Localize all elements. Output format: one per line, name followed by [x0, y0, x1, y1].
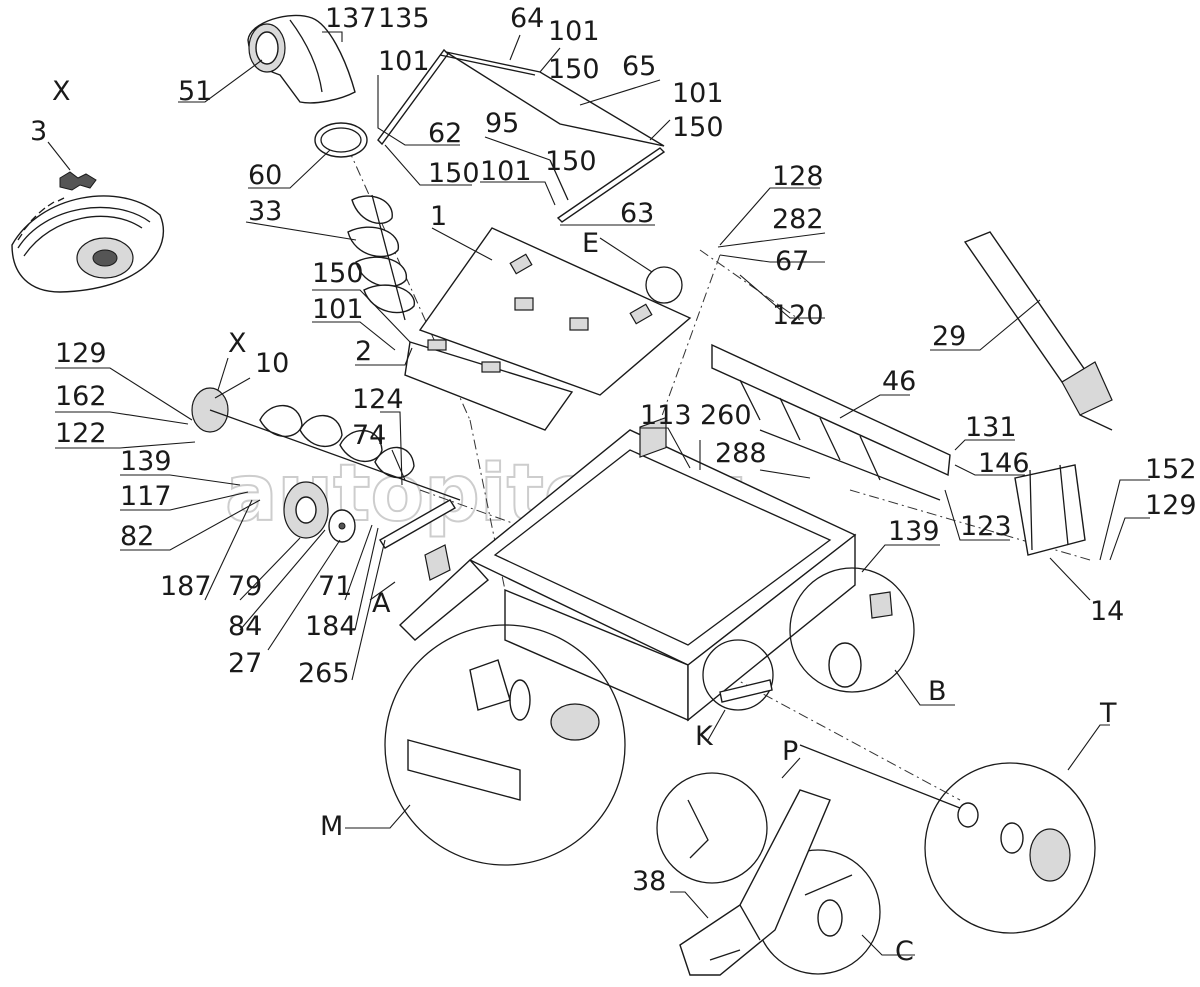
label-282: 282 — [772, 204, 824, 235]
label-38: 38 — [632, 866, 666, 897]
label-124: 124 — [352, 384, 404, 415]
label-101: 101 — [548, 16, 600, 47]
label-129: 129 — [55, 338, 107, 369]
label-64: 64 — [510, 3, 544, 34]
label-139-right: 139 — [888, 516, 940, 547]
label-139-left: 139 — [120, 446, 172, 477]
label-150-d: 150 — [545, 146, 597, 177]
part-79-pulley — [283, 481, 329, 539]
label-117: 117 — [120, 481, 172, 512]
label-79: 79 — [228, 571, 262, 602]
label-14: 14 — [1090, 596, 1124, 627]
label-29: 29 — [932, 321, 966, 352]
label-t: T — [1099, 698, 1117, 729]
detail-t — [924, 762, 1096, 934]
part-60-ring — [314, 122, 368, 158]
label-b: B — [928, 676, 947, 707]
part-14-bracket — [1014, 464, 1086, 556]
label-123: 123 — [960, 511, 1012, 542]
part-38-discharge-chute — [679, 789, 831, 976]
label-288: 288 — [715, 438, 767, 469]
label-95: 95 — [485, 108, 519, 139]
label-152: 152 — [1145, 454, 1197, 485]
label-x-second: X — [228, 328, 247, 359]
label-62: 62 — [428, 118, 462, 149]
label-63: 63 — [620, 198, 654, 229]
label-1: 1 — [430, 201, 447, 232]
label-71: 71 — [318, 571, 352, 602]
label-135: 135 — [378, 3, 430, 34]
detail-e-circle — [645, 266, 683, 304]
label-46: 46 — [882, 366, 916, 397]
label-10: 10 — [255, 348, 289, 379]
part-2-front-plate — [404, 339, 574, 431]
label-65: 65 — [622, 51, 656, 82]
part-10-horizontal-auger — [191, 387, 461, 501]
part-46-frame-beam — [711, 343, 951, 501]
drive-shaft — [799, 744, 966, 811]
label-131: 131 — [965, 412, 1017, 443]
label-51: 51 — [178, 76, 212, 107]
detail-m — [384, 624, 626, 866]
label-101-c: 101 — [378, 46, 430, 77]
part-27-flange — [328, 509, 356, 543]
part-29-telescopic-arm — [963, 231, 1113, 431]
detail-b — [789, 567, 915, 693]
label-113: 113 — [640, 400, 692, 431]
label-101-e: 101 — [312, 294, 364, 325]
label-150: 150 — [548, 54, 600, 85]
part-33-auger-vertical — [347, 194, 415, 321]
part-1-hopper-lid — [418, 227, 692, 396]
leader-lines — [47, 31, 1150, 956]
label-c: C — [895, 936, 914, 967]
label-260: 260 — [700, 400, 752, 431]
label-101-right: 101 — [672, 78, 724, 109]
label-2: 2 — [355, 336, 372, 367]
label-x-top: X — [52, 76, 71, 107]
detail-x-sprocket — [11, 171, 165, 293]
label-33: 33 — [248, 196, 282, 227]
label-82: 82 — [120, 521, 154, 552]
label-m: M — [320, 811, 343, 842]
label-128: 128 — [772, 161, 824, 192]
part-51-spout-elbow — [247, 14, 356, 104]
detail-a-parts — [379, 499, 490, 641]
label-162: 162 — [55, 381, 107, 412]
label-265: 265 — [298, 658, 350, 689]
label-p: P — [782, 736, 798, 767]
label-150-e: 150 — [312, 258, 364, 289]
label-137: 137 — [325, 3, 377, 34]
label-101-d: 101 — [480, 156, 532, 187]
label-e: E — [582, 228, 599, 259]
label-129-right: 129 — [1145, 490, 1197, 521]
label-150-right: 150 — [672, 112, 724, 143]
label-74: 74 — [352, 420, 386, 451]
label-a: A — [372, 588, 391, 619]
label-3: 3 — [30, 116, 47, 147]
label-122: 122 — [55, 418, 107, 449]
label-184: 184 — [305, 611, 357, 642]
label-60: 60 — [248, 160, 282, 191]
rails-62-63 — [377, 48, 666, 223]
label-146: 146 — [978, 448, 1030, 479]
label-27: 27 — [228, 648, 262, 679]
label-67: 67 — [775, 246, 809, 277]
label-k: K — [695, 721, 714, 752]
detail-p — [656, 772, 768, 884]
part-64-65-top-cover — [439, 51, 665, 147]
label-84: 84 — [228, 611, 262, 642]
label-120: 120 — [772, 300, 824, 331]
detail-k — [702, 639, 774, 711]
label-187: 187 — [160, 571, 212, 602]
callout-labels: 137 135 64 101 150 65 101 150 X 51 3 101… — [30, 3, 1197, 967]
label-150-c: 150 — [428, 158, 480, 189]
